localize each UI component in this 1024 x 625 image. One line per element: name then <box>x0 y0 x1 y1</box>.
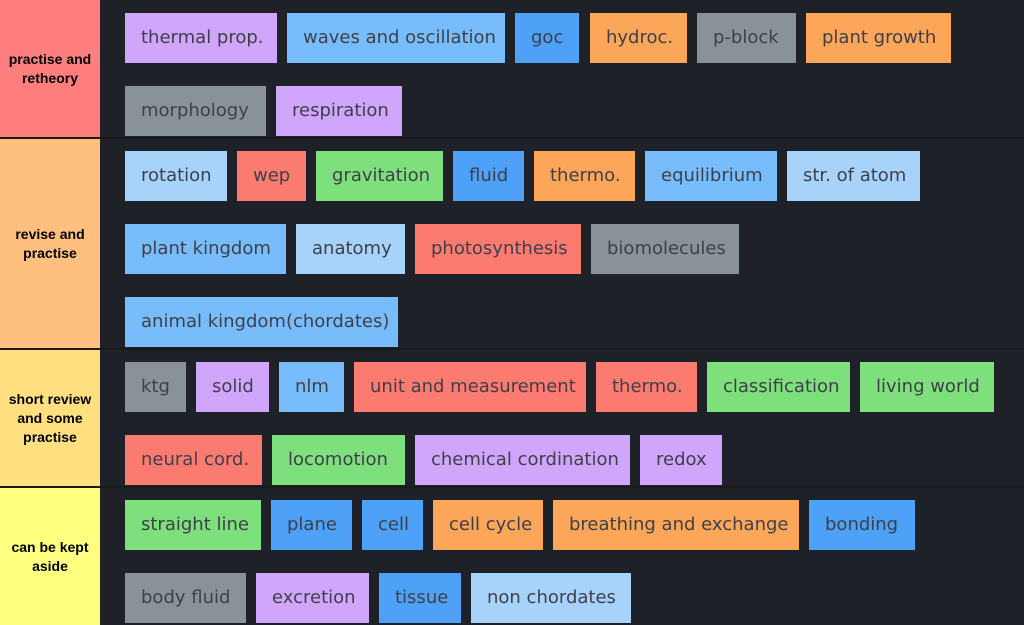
tier-item[interactable]: gravitation <box>316 151 443 201</box>
tier-item[interactable]: classification <box>707 362 850 412</box>
tier-item[interactable]: biomolecules <box>591 224 739 274</box>
tier-row-4: can be kept aside straight line plane ce… <box>0 488 1024 625</box>
tier-label-1[interactable]: practise and retheory <box>0 0 100 137</box>
tier-items-3[interactable]: ktg solid nlm unit and measurement therm… <box>100 350 1024 486</box>
tier-item[interactable]: rotation <box>125 151 227 201</box>
tier-label-3[interactable]: short review and some practise <box>0 350 100 486</box>
tier-item[interactable]: thermo. <box>596 362 697 412</box>
tier-row-1: practise and retheory thermal prop. wave… <box>0 0 1024 137</box>
tier-item[interactable]: nlm <box>279 362 344 412</box>
tier-item[interactable]: bonding <box>809 500 915 550</box>
tier-item[interactable]: plane <box>271 500 352 550</box>
tier-item[interactable]: unit and measurement <box>354 362 586 412</box>
tier-item[interactable]: solid <box>196 362 269 412</box>
tier-item[interactable]: ktg <box>125 362 186 412</box>
tier-item[interactable]: plant kingdom <box>125 224 286 274</box>
tier-item[interactable]: photosynthesis <box>415 224 581 274</box>
tier-item[interactable]: hydroc. <box>590 13 687 63</box>
tier-item[interactable]: morphology <box>125 86 266 136</box>
tier-row-2: revise and practise rotation wep gravita… <box>0 139 1024 348</box>
tier-items-4[interactable]: straight line plane cell cell cycle brea… <box>100 488 1024 625</box>
tier-item[interactable]: plant growth <box>806 13 951 63</box>
tier-item[interactable]: str. of atom <box>787 151 920 201</box>
tier-label-4[interactable]: can be kept aside <box>0 488 100 625</box>
tier-item[interactable]: non chordates <box>471 573 631 623</box>
tier-items-2[interactable]: rotation wep gravitation fluid thermo. e… <box>100 139 1024 348</box>
tier-item[interactable]: excretion <box>256 573 369 623</box>
tier-items-1[interactable]: thermal prop. waves and oscillation goc … <box>100 0 1024 137</box>
tier-item[interactable]: cell cycle <box>433 500 543 550</box>
tier-item[interactable]: wep <box>237 151 306 201</box>
tier-label-2[interactable]: revise and practise <box>0 139 100 348</box>
tier-item[interactable]: body fluid <box>125 573 246 623</box>
tier-item[interactable]: anatomy <box>296 224 405 274</box>
tier-item[interactable]: thermo. <box>534 151 635 201</box>
tier-item[interactable]: cell <box>362 500 423 550</box>
tier-item[interactable]: waves and oscillation <box>287 13 505 63</box>
tier-item[interactable]: equilibrium <box>645 151 777 201</box>
tier-item[interactable]: respiration <box>276 86 402 136</box>
tier-item[interactable]: goc <box>515 13 579 63</box>
tier-item[interactable]: breathing and exchange <box>553 500 799 550</box>
tier-item[interactable]: straight line <box>125 500 261 550</box>
tier-item[interactable]: chemical cordination <box>415 435 630 485</box>
tier-item[interactable]: p-block <box>697 13 796 63</box>
tier-row-3: short review and some practise ktg solid… <box>0 350 1024 486</box>
tier-item[interactable]: fluid <box>453 151 524 201</box>
tier-item[interactable]: neural cord. <box>125 435 262 485</box>
tier-item[interactable]: living world <box>860 362 994 412</box>
tier-item[interactable]: locomotion <box>272 435 405 485</box>
tier-item[interactable]: thermal prop. <box>125 13 277 63</box>
tier-item[interactable]: animal kingdom(chordates) <box>125 297 398 347</box>
tier-item[interactable]: redox <box>640 435 722 485</box>
tier-item[interactable]: tissue <box>379 573 461 623</box>
